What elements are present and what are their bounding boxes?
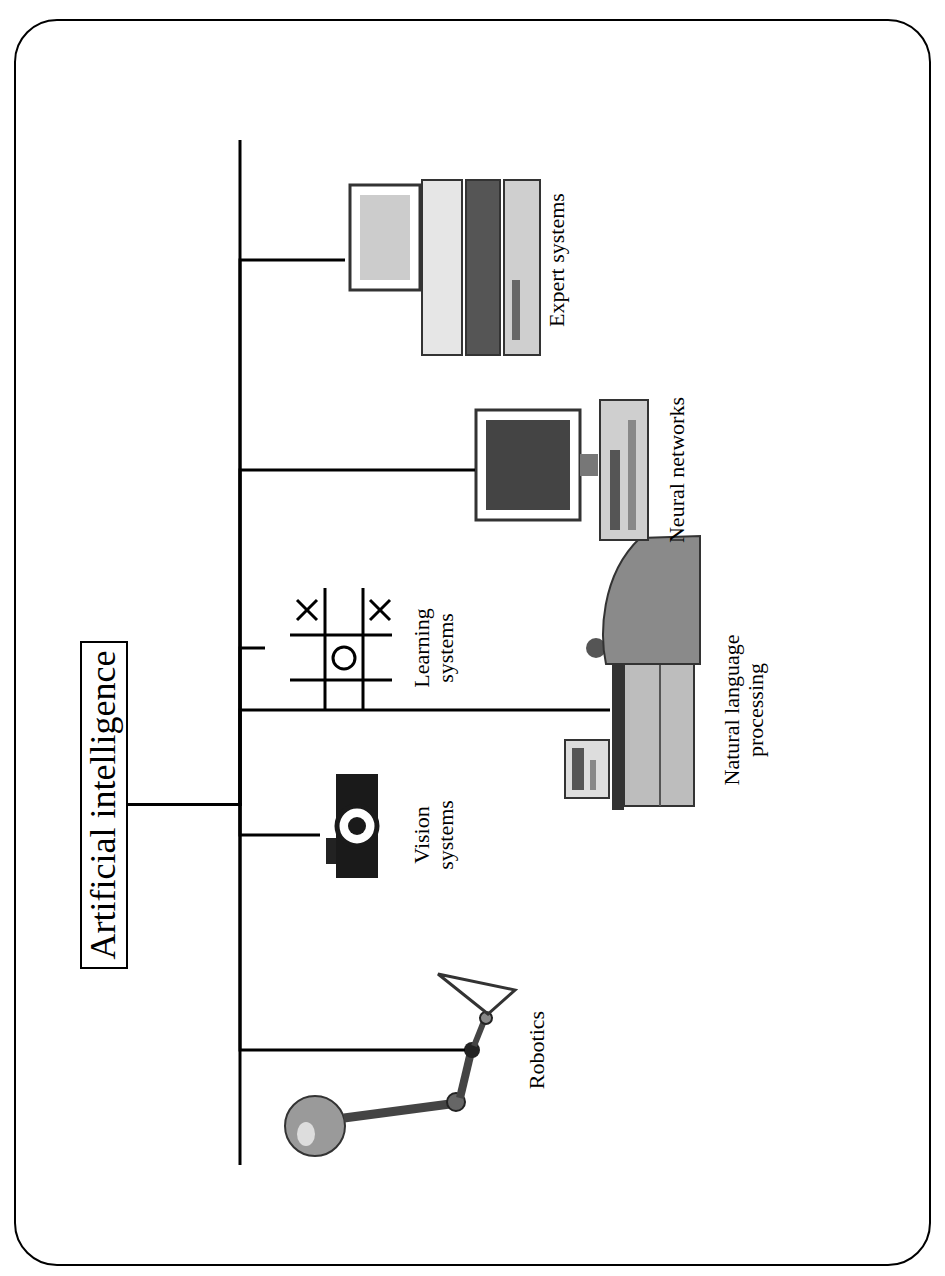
- tic-tac-toe-picture: [290, 588, 392, 710]
- topic-item: Neural networks: [475, 355, 689, 585]
- topic-label: Robotics: [525, 1011, 549, 1089]
- topic-item: Vision systems: [320, 775, 458, 895]
- topic-label: Natural language processing: [720, 615, 768, 805]
- topic-item: Expert systems: [345, 150, 569, 370]
- title-box: Artificial intelligence: [80, 641, 128, 970]
- tree-branch: [128, 260, 345, 805]
- page-frame: [15, 20, 930, 1265]
- tree-branch: [128, 470, 475, 805]
- tree-branch: [128, 805, 320, 836]
- workstation-picture: [565, 536, 700, 810]
- tree-branch: [128, 710, 610, 805]
- topic-item: Robotics: [465, 970, 549, 1130]
- camera-picture: [326, 774, 378, 878]
- topic-label: Expert systems: [545, 193, 569, 327]
- topic-item: Natural language processing: [610, 605, 768, 815]
- expert-system-picture: [350, 180, 540, 355]
- topic-item: Learning systems: [265, 598, 458, 698]
- computer-picture: [476, 400, 648, 540]
- topic-label: Vision systems: [410, 800, 458, 870]
- topic-label: Learning systems: [410, 608, 458, 687]
- title-text: Artificial intelligence: [85, 651, 122, 960]
- topic-label: Neural networks: [665, 397, 689, 543]
- tree-branch: [128, 648, 265, 805]
- robot-arm-picture: [285, 974, 515, 1156]
